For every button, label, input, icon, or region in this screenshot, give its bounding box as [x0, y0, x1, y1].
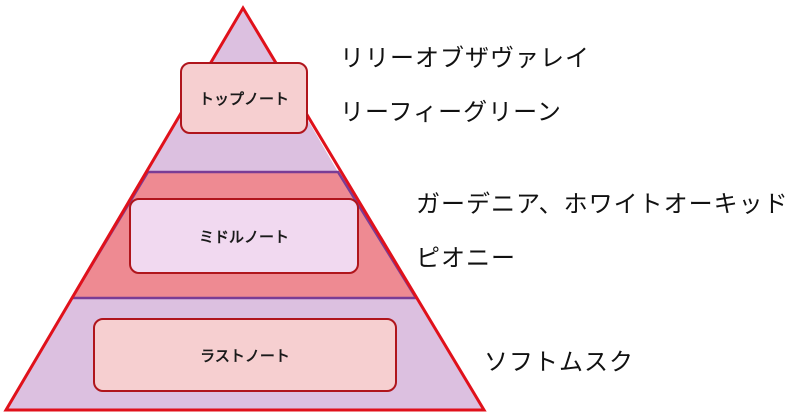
base-note-item: ソフトムスク: [484, 348, 634, 376]
base-note-label: ラストノート: [93, 318, 397, 392]
top-note-label: トップノート: [180, 62, 308, 134]
top-note-item: リーフィーグリーン: [340, 98, 562, 126]
top-note-item: リリーオブザヴァレイ: [340, 44, 590, 72]
middle-note-item: ガーデニア、ホワイトオーキッド: [416, 190, 789, 218]
pyramid-outline: [3, 5, 487, 412]
middle-note-label: ミドルノート: [129, 198, 359, 274]
middle-note-item: ピオニー: [416, 244, 516, 272]
